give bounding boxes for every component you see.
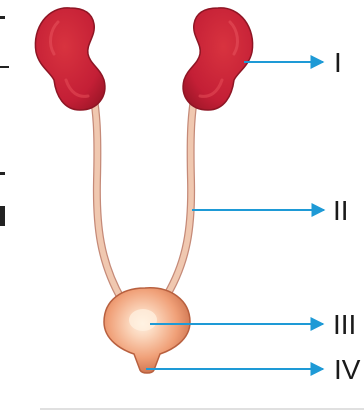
ureters	[88, 72, 200, 300]
labels: I II III IV	[333, 47, 361, 385]
label-i: I	[334, 47, 342, 78]
label-iii: III	[333, 309, 356, 340]
right-kidney	[183, 8, 252, 110]
label-iv: IV	[334, 354, 361, 385]
urinary-bladder	[104, 288, 190, 373]
left-kidney	[35, 8, 104, 110]
bladder-highlight	[129, 309, 157, 331]
label-ii: II	[333, 195, 349, 226]
left-edge-marks	[0, 16, 9, 226]
